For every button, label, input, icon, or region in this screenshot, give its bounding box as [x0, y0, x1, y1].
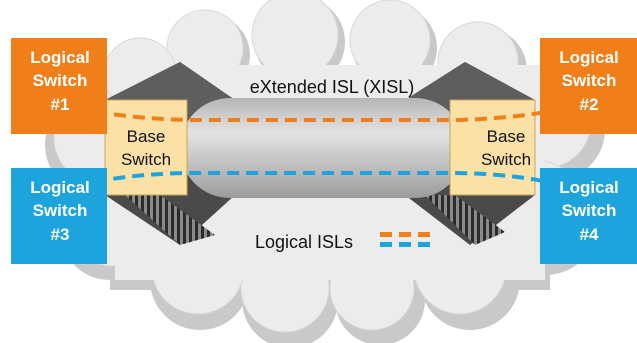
logical-switch-1 [11, 38, 107, 134]
logical-switch-1-line2: Switch [33, 71, 88, 90]
logical-switch-3-line3: #3 [51, 225, 70, 244]
logical-switch-4-line3: #4 [580, 225, 599, 244]
xisl-tube [180, 98, 465, 198]
logical-switch-3-line2: Switch [33, 201, 88, 220]
xisl-label: eXtended ISL (XISL) [250, 77, 414, 97]
logical-isls-legend-swatch [380, 232, 430, 247]
logical-switch-2-line3: #2 [580, 95, 599, 114]
base-switch-left-line2: Switch [121, 150, 171, 169]
logical-switch-4-line1: Logical [559, 178, 619, 197]
logical-switch-2 [540, 38, 637, 134]
logical-switch-3-line1: Logical [30, 178, 90, 197]
logical-switch-4 [540, 168, 637, 264]
base-switch-right-line1: Base [487, 127, 526, 146]
logical-switch-3 [11, 168, 107, 264]
base-switch-left-line1: Base [127, 127, 166, 146]
logical-switch-1-line3: #1 [51, 95, 70, 114]
logical-switch-2-line1: Logical [559, 48, 619, 67]
logical-switch-1-line1: Logical [30, 48, 90, 67]
logical-switch-4-line2: Switch [562, 201, 617, 220]
base-switch-right-line2: Switch [481, 150, 531, 169]
logical-isls-label: Logical ISLs [255, 232, 353, 252]
logical-switch-2-line2: Switch [562, 71, 617, 90]
